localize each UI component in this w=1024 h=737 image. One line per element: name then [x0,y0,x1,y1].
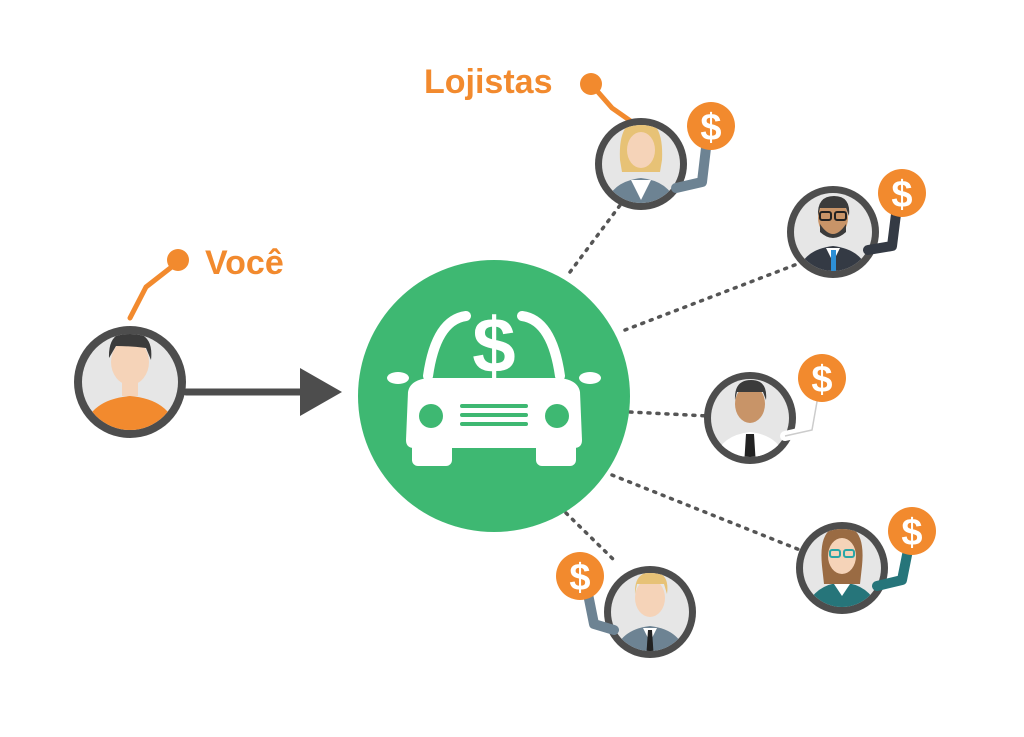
retailers-label-pointer [580,73,635,125]
connector-line-lower-right [610,473,802,552]
connector-line-upper-right [623,261,802,332]
connector-lines [564,198,802,562]
you-label: Você [205,244,284,282]
dollar-coin-icon: $ [556,552,604,600]
svg-text:$: $ [700,107,721,149]
retailer-avatar-icon [704,372,823,464]
dollar-coin-icon: $ [888,507,936,555]
retailer-avatar-icon [787,186,901,278]
you-label-pointer [127,249,189,321]
dollar-coin-icon: $ [687,102,735,150]
svg-text:$: $ [811,359,832,401]
retailer-avatar-icon [583,566,696,658]
dollar-coin-icon: $ [798,354,846,402]
arrow-right-icon [182,368,342,416]
retailer-avatar-icon [595,118,711,210]
retailers-label: Lojistas [424,63,552,101]
center-dollar-symbol: $ [472,301,515,389]
car-money-icon: $ [358,260,630,532]
dollar-coin-icon: $ [878,169,926,217]
connector-line-top [568,198,626,274]
retailer-avatar-icon [796,522,913,614]
user-avatar-icon [74,326,186,438]
svg-text:$: $ [891,174,912,216]
connector-line-bottom [564,511,616,562]
svg-text:$: $ [569,557,590,599]
svg-text:$: $ [901,512,922,554]
connector-line-middle-right [628,410,710,418]
